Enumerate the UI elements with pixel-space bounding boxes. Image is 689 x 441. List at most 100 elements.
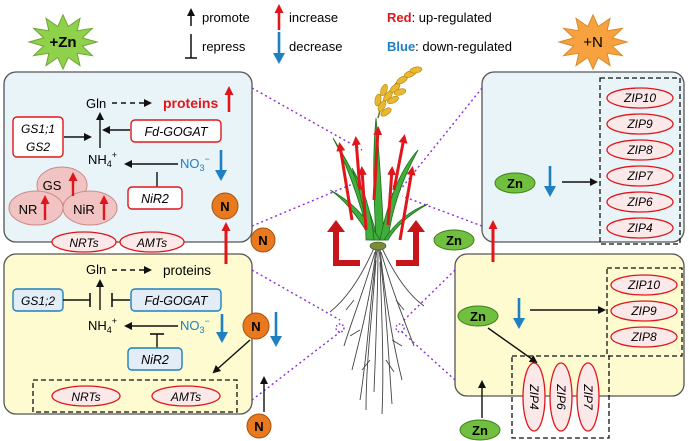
no3-decrease-arrow-icon-root [216, 314, 228, 343]
root-zip-gene-0: ZIP10 [610, 274, 678, 296]
root-zip-gene-2-label: ZIP8 [630, 330, 657, 344]
zn-label-root: Zn [470, 309, 486, 324]
proteins-label-root: proteins [163, 263, 211, 278]
root-transporter-box [32, 379, 238, 413]
gln-label-root: Gln [86, 262, 106, 277]
amts-pill [119, 231, 185, 253]
legend-increase-label: increase [289, 10, 338, 25]
nrts-pill [51, 231, 117, 253]
shoot-zip-gene-1: ZIP9 [606, 113, 674, 135]
n-badge-label: +N [583, 34, 603, 51]
gs1-2-label: GS1;2 [21, 294, 55, 308]
root-rotated-zip-gene-0-label: ZIP4 [527, 383, 541, 410]
proteins-label: proteins [163, 95, 218, 111]
zn-treatment-badge: +Zn [27, 13, 99, 71]
root-rotated-zip-box [511, 355, 610, 439]
root-rotated-zip-gene-1-label: ZIP6 [554, 383, 568, 410]
nir-label: NiR [73, 202, 95, 217]
n-circle-root [242, 312, 270, 340]
root-rotated-zip-gene-2-label: ZIP7 [581, 383, 595, 411]
nh4-label: NH4+ [88, 150, 117, 169]
panel-connectors [251, 87, 483, 401]
zn-ellipse-shoot [494, 172, 536, 194]
nrts-label-root: NRTs [71, 390, 100, 404]
shoot-zip-gene-5-label: ZIP4 [626, 221, 653, 235]
nir2-label-root: NiR2 [141, 353, 169, 367]
legend-red-line: Red: up-regulated [387, 10, 492, 25]
n-circle-soil [246, 413, 272, 439]
root-zip-gene-1: ZIP9 [610, 300, 678, 322]
n-label-soil: N [254, 419, 263, 434]
n-label-root: N [251, 319, 260, 334]
n-circle-shoot [211, 192, 239, 220]
nr-label: NR [19, 202, 38, 217]
root-increase-arrows [327, 220, 425, 266]
zn-ellipse-transfer [433, 229, 475, 251]
gs1-gs2-gene-box [12, 116, 64, 158]
shoot-zip-gene-4-label: ZIP6 [626, 195, 653, 209]
zn-ellipse-soil [459, 419, 501, 441]
shoot-nitrogen-assimilation: Gln proteins GS1;1 GS2 Fd-GOGAT NH4+ NO3… [8, 86, 239, 226]
n-decrease-arrow-icon-root [270, 312, 282, 347]
green-star-icon [27, 13, 99, 71]
rice-panicle [374, 66, 423, 119]
n-treatment-badge: +N [557, 13, 629, 71]
nrts-pill-root [51, 385, 121, 407]
root-zip-box [606, 267, 683, 357]
shoot-zip-gene-5: ZIP4 [606, 217, 674, 239]
nir2-label: NiR2 [141, 192, 169, 206]
amts-label-root: AMTs [170, 390, 201, 404]
membrane-transporters-top: NRTs AMTs N [51, 222, 276, 264]
n-label-middle: N [258, 233, 267, 248]
no3-decrease-arrow-icon [215, 150, 227, 181]
decrease-arrow-icon [273, 32, 285, 64]
zn-decrease-arrow-icon-root [513, 298, 525, 329]
rice-plant-illustration [327, 66, 429, 415]
fd-gogat-gene-box [130, 119, 222, 143]
gln-label: Gln [86, 96, 106, 111]
n-label-shoot: N [220, 199, 229, 214]
legend-repress-label: repress [202, 39, 246, 54]
shoot-zip-gene-3-label: ZIP7 [626, 169, 654, 183]
gs1-1-label: GS1;1 [21, 122, 55, 136]
no3-label: NO3− [180, 154, 210, 173]
fd-gogat-label-root: Fd-GOGAT [145, 294, 209, 308]
no3-label-root: NO3− [180, 316, 210, 335]
orange-star-icon [557, 13, 629, 71]
gs2-label: GS2 [26, 140, 50, 154]
plant-increase-arrows [336, 126, 416, 241]
shoot-zip-box [599, 77, 681, 245]
fd-gogat-gene-box-root [130, 288, 222, 312]
nrts-label: NRTs [69, 236, 98, 250]
legend-decrease-label: decrease [289, 39, 342, 54]
root-rotated-zip-gene-2: ZIP7 [576, 362, 600, 432]
legend: promote repress increase decrease Red: u… [185, 4, 512, 64]
shoot-zip-gene-1-label: ZIP9 [626, 117, 653, 131]
root-zip-gene-2: ZIP8 [610, 326, 678, 348]
zn-decrease-arrow-icon-shoot [544, 166, 556, 197]
root-zip-gene-0-label: ZIP10 [627, 278, 660, 292]
gs-label: GS [43, 178, 62, 193]
shoot-zip-gene-2-label: ZIP8 [626, 143, 653, 157]
fd-gogat-label: Fd-GOGAT [145, 125, 209, 139]
amts-label: AMTs [136, 236, 167, 250]
zn-label-shoot: Zn [507, 176, 523, 191]
root-nitrogen-assimilation: Gln proteins GS1;2 Fd-GOGAT NH4+ NO3− Ni… [12, 262, 282, 439]
root-rotated-zip-gene-1: ZIP6 [549, 362, 573, 432]
legend-promote-label: promote [202, 10, 250, 25]
n-circle-middle [250, 227, 276, 253]
shoot-zip-gene-0-label: ZIP10 [623, 91, 656, 105]
shoot-zip-gene-0: ZIP10 [606, 87, 674, 109]
zn-label-soil: Zn [472, 423, 488, 438]
amts-pill-root [151, 385, 221, 407]
root-zip-gene-1-label: ZIP9 [630, 304, 657, 318]
root-rotated-zip-gene-0: ZIP4 [522, 362, 546, 432]
shoot-zip-gene-4: ZIP6 [606, 191, 674, 213]
nir2-gene-box-root [127, 347, 183, 371]
shoot-zip-gene-2: ZIP8 [606, 139, 674, 161]
